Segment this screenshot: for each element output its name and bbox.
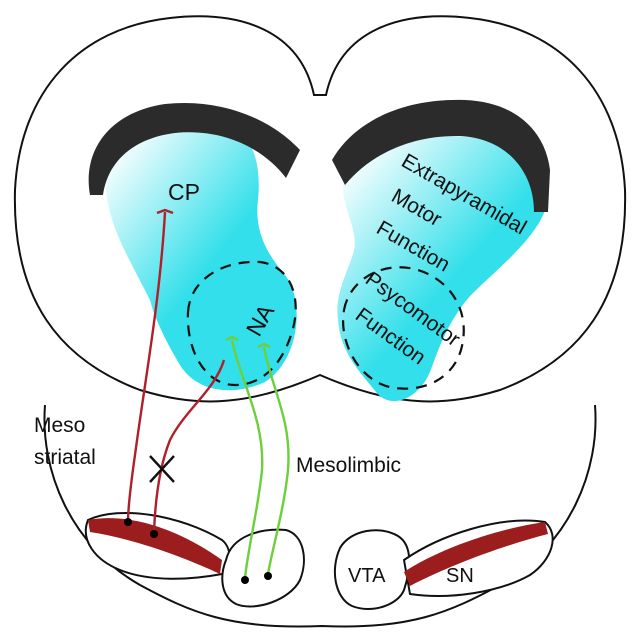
mesolimbic-fiber-2 <box>262 346 290 575</box>
psychomotor-boundary <box>341 266 465 390</box>
right-substantia-nigra <box>404 522 548 586</box>
left-substantia-nigra <box>88 518 222 574</box>
mesolimbic-cell-body-1 <box>241 576 249 584</box>
mesostriatal-cell-body-2 <box>150 530 158 538</box>
label-mesolimbic: Mesolimbic <box>296 454 401 477</box>
left-ventricle <box>88 102 300 195</box>
na-terminal-2 <box>257 342 271 349</box>
right-vta-region <box>333 529 411 610</box>
label-cp: CP <box>168 179 200 205</box>
lesion-cross <box>149 455 175 483</box>
midbrain-outline <box>43 404 597 628</box>
nucleus-accumbens-boundary <box>186 260 297 387</box>
right-ventricle <box>332 99 550 212</box>
mesostriatal-fiber-cp <box>126 211 167 523</box>
label-meso: Meso <box>34 414 85 437</box>
na-terminal-1 <box>225 335 239 342</box>
mesolimbic-cell-body-2 <box>264 572 272 580</box>
left-striatum <box>106 118 297 391</box>
label-striatal: striatal <box>34 446 96 469</box>
right-striatum <box>337 136 549 402</box>
left-vta-region <box>221 528 305 608</box>
mesostriatal-cell-body-1 <box>124 518 132 526</box>
mesostriatal-fiber-na <box>152 359 226 534</box>
cp-terminal <box>156 208 174 215</box>
mesolimbic-fiber-1 <box>230 339 264 579</box>
label-sn: SN <box>446 565 474 587</box>
label-vta: VTA <box>348 565 386 587</box>
